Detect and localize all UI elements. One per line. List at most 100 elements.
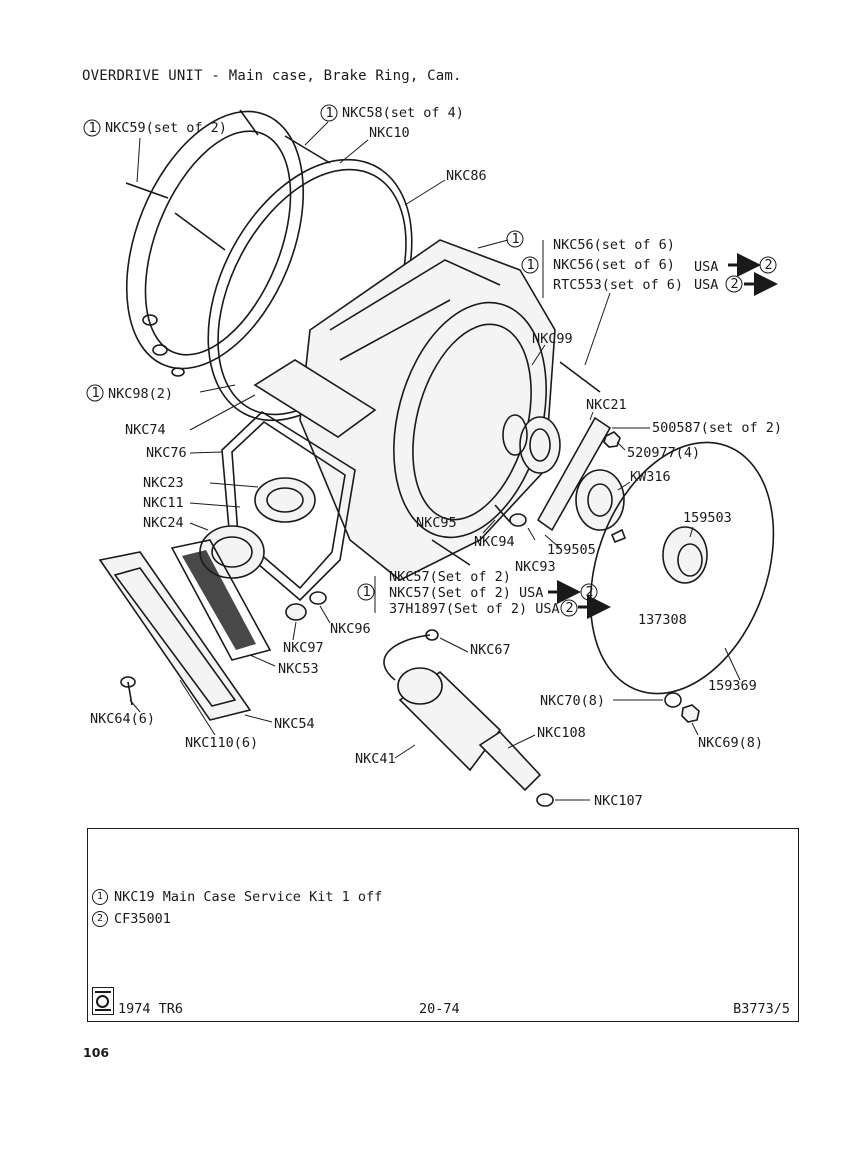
exploded-parts-diagram: 1 1 1 1 2 2 1 1 2 2 NKC59(set of 2) NKC5… <box>83 104 782 809</box>
label-rtc553: RTC553(set of 6) <box>553 277 683 293</box>
label-nkc86: NKC86 <box>446 168 487 184</box>
svg-text:1: 1 <box>527 257 535 273</box>
part-nkc59-ring-flange <box>125 110 305 377</box>
part-nkc41-solenoid <box>397 667 542 792</box>
label-nkc57-a: NKC57(Set of 2) <box>389 569 511 585</box>
part-159503-bush <box>662 526 708 584</box>
label-nkc94: NKC94 <box>474 534 515 550</box>
label-nkc110: NKC110(6) <box>185 735 258 751</box>
svg-text:1: 1 <box>92 385 100 401</box>
part-nkc67-lead <box>383 629 439 681</box>
label-nkc59: NKC59(set of 2) <box>105 120 227 136</box>
label-nkc99: NKC99 <box>532 331 573 347</box>
british-leyland-logo <box>92 987 114 1015</box>
label-nkc23: NKC23 <box>143 475 184 491</box>
svg-text:2: 2 <box>566 600 574 616</box>
label-nkc21: NKC21 <box>586 397 627 413</box>
part-nkc107-oring <box>536 793 554 807</box>
label-nkc56-a: NKC56(set of 6) <box>553 237 675 253</box>
circled-number-icon: 1 <box>357 583 375 601</box>
part-nkc21-stud <box>559 361 601 393</box>
svg-text:2: 2 <box>586 584 594 600</box>
part-159369-gasket <box>589 441 775 695</box>
notes-panel: 1 NKC19 Main Case Service Kit 1 off 2 CF… <box>87 828 799 1022</box>
svg-text:2: 2 <box>765 257 773 273</box>
svg-text:1: 1 <box>326 105 334 121</box>
circled-number-icon: 1 <box>83 119 101 137</box>
label-nkc41: NKC41 <box>355 751 396 767</box>
label-nkc93: NKC93 <box>515 559 556 575</box>
label-nkc56-b: NKC56(set of 6) <box>553 257 675 273</box>
label-nkc107: NKC107 <box>594 793 643 809</box>
circled-number-icon: 2 <box>92 911 108 927</box>
label-nkc108: NKC108 <box>537 725 586 741</box>
part-500587-bridge <box>536 416 612 532</box>
part-nkc74-plate <box>253 359 377 438</box>
label-nkc24: NKC24 <box>143 515 184 531</box>
part-nkc69-nut <box>681 704 700 723</box>
label-520977: 520977(4) <box>627 445 700 461</box>
label-nkc95: NKC95 <box>416 515 457 531</box>
label-nkc98: NKC98(2) <box>108 386 173 402</box>
label-nkc53: NKC53 <box>278 661 319 677</box>
circled-number-icon: 2 <box>725 275 743 293</box>
part-520977-nut <box>603 431 621 448</box>
part-nkc70-washer <box>664 692 682 708</box>
label-nkc96: NKC96 <box>330 621 371 637</box>
circled-number-icon: 1 <box>92 889 108 905</box>
circled-number-icon: 1 <box>86 384 104 402</box>
part-nkc96-washer <box>309 591 327 605</box>
circled-number-icon: 2 <box>560 599 578 617</box>
part-nkc99-bearing <box>502 414 561 474</box>
circled-number-icon: 1 <box>521 256 539 274</box>
label-159505: 159505 <box>547 542 596 558</box>
leader-lines <box>129 121 741 801</box>
part-labels: NKC59(set of 2) NKC58(set of 4) NKC10 NK… <box>90 105 782 809</box>
part-kw316-cam <box>575 469 625 531</box>
svg-text:2: 2 <box>731 276 739 292</box>
part-nkc58-studs <box>125 109 331 251</box>
note-text: CF35001 <box>114 911 171 927</box>
footer-code: B3773/5 <box>733 1001 790 1017</box>
svg-text:1: 1 <box>363 584 371 600</box>
note-text: NKC19 Main Case Service Kit 1 off <box>114 889 383 905</box>
label-nkc54: NKC54 <box>274 716 315 732</box>
label-nkc74: NKC74 <box>125 422 166 438</box>
footer-model: 1974 TR6 <box>118 1001 184 1017</box>
label-nkc67: NKC67 <box>470 642 511 658</box>
label-nkc11: NKC11 <box>143 495 184 511</box>
part-nkc57-stud <box>431 539 471 566</box>
label-500587: 500587(set of 2) <box>652 420 782 436</box>
label-kw316: KW316 <box>630 469 671 485</box>
part-nkc54-sump-cover <box>98 551 252 721</box>
label-nkc58: NKC58(set of 4) <box>342 105 464 121</box>
label-nkc70: NKC70(8) <box>540 693 605 709</box>
svg-text:1: 1 <box>89 120 97 136</box>
label-159503: 159503 <box>683 510 732 526</box>
callout-markers: 1 1 1 1 2 2 1 1 2 2 <box>83 104 777 617</box>
label-usa-2: USA <box>694 277 718 293</box>
part-159505-key <box>610 528 627 544</box>
page-number: 106 <box>83 1045 110 1060</box>
circled-number-icon: 1 <box>506 230 524 248</box>
footer-page-ref: 20-74 <box>419 1001 460 1017</box>
label-37h1897: 37H1897(Set of 2) USA <box>389 601 560 617</box>
label-159369: 159369 <box>708 678 757 694</box>
note-item: 1 NKC19 Main Case Service Kit 1 off <box>92 889 382 905</box>
usa-arrows <box>548 253 778 619</box>
label-nkc10: NKC10 <box>369 125 410 141</box>
label-nkc97: NKC97 <box>283 640 324 656</box>
label-nkc76: NKC76 <box>146 445 187 461</box>
part-nkc53-filter-screen <box>170 539 272 661</box>
part-nkc97-plug <box>285 603 307 621</box>
label-nkc57-b: NKC57(Set of 2) USA <box>389 585 543 601</box>
label-usa-1: USA <box>694 259 718 275</box>
part-nkc23-filter <box>254 477 316 523</box>
label-nkc64: NKC64(6) <box>90 711 155 727</box>
part-nkc64-bolt <box>120 676 136 706</box>
label-nkc69: NKC69(8) <box>698 735 763 751</box>
svg-text:1: 1 <box>512 231 520 247</box>
label-137308: 137308 <box>638 612 687 628</box>
part-nkc93-nkc94-spring-plunger <box>494 504 527 527</box>
